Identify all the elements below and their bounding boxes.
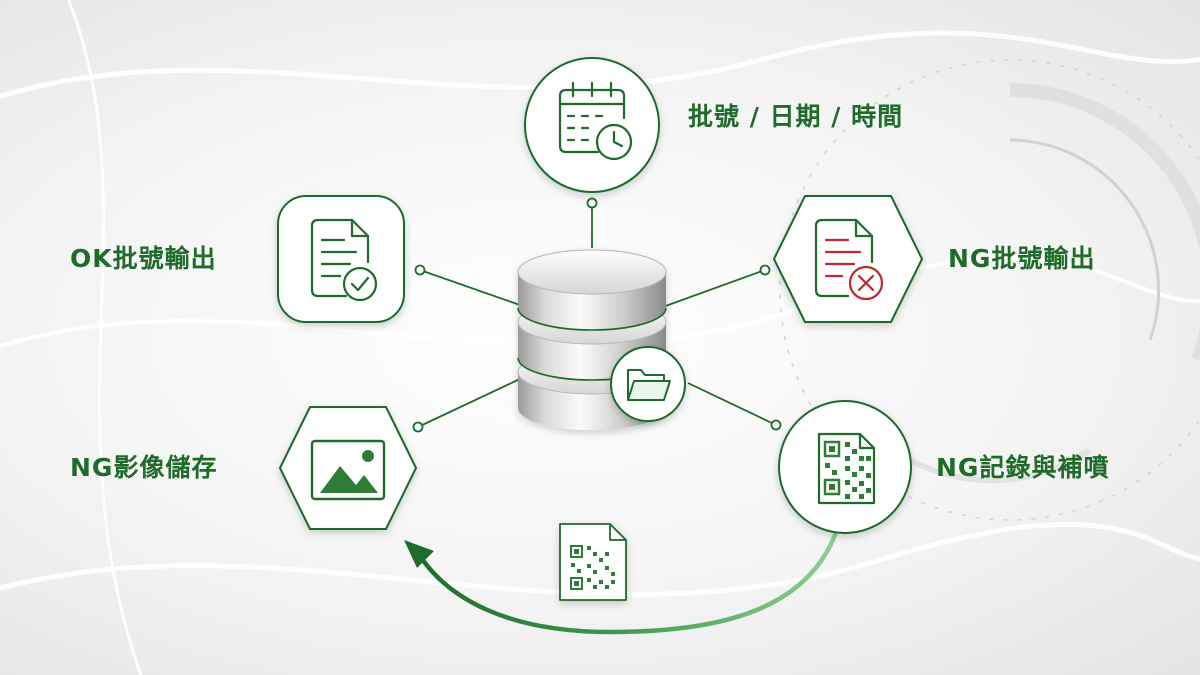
connector-right-top — [659, 269, 766, 309]
flow-qr-card — [559, 523, 627, 601]
dot-top — [586, 197, 598, 209]
label-right-bottom: NG記錄與補噴 — [936, 453, 1110, 482]
dot-right-bottom — [770, 419, 782, 431]
image-icon — [310, 439, 386, 501]
label-right-top: NG批號輸出 — [948, 244, 1096, 273]
label-left-top: OK批號輸出 — [70, 244, 217, 273]
qr-document-icon — [817, 432, 876, 505]
dot-right-top — [759, 264, 771, 276]
folder-badge — [610, 346, 686, 422]
flow-arrow — [404, 532, 838, 635]
flow-arrowhead — [404, 540, 434, 568]
folder-icon — [627, 369, 671, 401]
label-top: 批號 / 日期 / 時間 — [688, 102, 904, 131]
connector-lines — [417, 203, 777, 428]
connector-dots — [412, 197, 782, 433]
node-left-bottom — [279, 406, 417, 530]
document-reject-icon — [814, 218, 884, 301]
node-right-top — [773, 195, 923, 323]
flow-qr-icon — [570, 524, 626, 590]
node-left-top — [277, 195, 405, 323]
calendar-clock-icon — [558, 81, 633, 161]
database-icon — [517, 249, 667, 430]
dot-left-bottom — [412, 421, 424, 433]
connector-right-bottom — [687, 382, 777, 426]
connector-left-top — [419, 269, 521, 306]
node-top — [524, 57, 660, 193]
dot-left-top — [414, 264, 426, 276]
node-right-bottom — [778, 400, 912, 534]
document-check-icon — [310, 218, 378, 302]
label-left-bottom: NG影像儲存 — [70, 453, 218, 482]
connector-left-bottom — [417, 377, 523, 428]
